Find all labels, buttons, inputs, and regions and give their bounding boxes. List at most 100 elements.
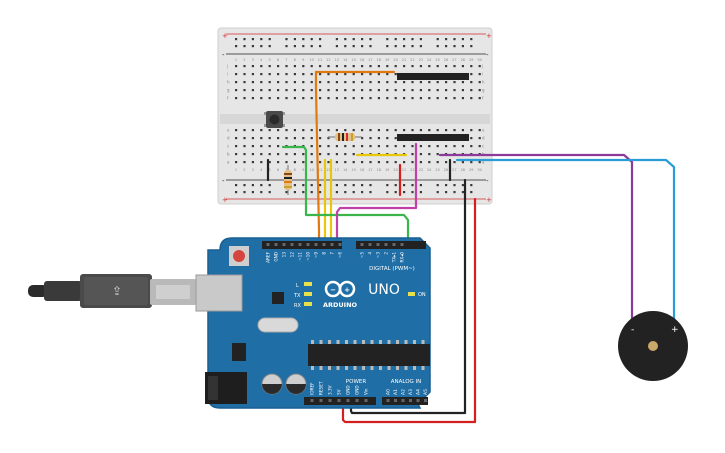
bb-col-number-bottom: 12 bbox=[326, 168, 330, 172]
led-on bbox=[408, 292, 415, 296]
digital-pin-label: 4 bbox=[368, 252, 373, 255]
buzzer-center bbox=[648, 341, 658, 351]
bb-col-number-bottom: 18 bbox=[377, 168, 381, 172]
bb-col-number-bottom: 13 bbox=[335, 168, 339, 172]
bb-col-number-bottom: 11 bbox=[318, 168, 322, 172]
regulator-chip bbox=[232, 343, 246, 361]
bb-col-number-bottom: 1 bbox=[235, 168, 237, 172]
bb-col-number-top: 17 bbox=[368, 58, 372, 62]
usb-cable[interactable]: ⇪ bbox=[28, 274, 196, 308]
bb-row-letter-top-right: g bbox=[482, 88, 485, 93]
power-pin-label: GND bbox=[346, 385, 351, 395]
analog-pin-label: A0 bbox=[386, 389, 392, 395]
analog-pin-label: A1 bbox=[393, 389, 399, 395]
power-pin-label: IOREF bbox=[310, 382, 315, 395]
bb-col-number-bottom: 30 bbox=[477, 168, 481, 172]
rail-plus-label-top: + bbox=[222, 32, 228, 40]
bb-col-number-top: 26 bbox=[444, 58, 448, 62]
bb-col-number-bottom: 22 bbox=[410, 168, 414, 172]
bb-row-letter-top: j bbox=[226, 64, 228, 69]
arduino-logo-icon: − + bbox=[324, 280, 356, 298]
bb-col-number-bottom: 27 bbox=[452, 168, 456, 172]
digital-pin-label: ~6 bbox=[338, 252, 343, 259]
bb-row-letter-top: i bbox=[227, 72, 228, 77]
digital-pin-label: ~3 bbox=[376, 252, 381, 259]
bb-row-letter-bottom: e bbox=[227, 128, 230, 133]
model-label: UNO bbox=[368, 282, 400, 298]
bb-col-number-top: 14 bbox=[343, 58, 348, 62]
crystal bbox=[257, 317, 299, 333]
bb-col-number-top: 30 bbox=[477, 58, 481, 62]
wire-magenta[interactable] bbox=[335, 142, 418, 249]
bb-col-number-top: 6 bbox=[277, 58, 279, 62]
bb-row-letter-bottom-right: d bbox=[482, 136, 485, 141]
rail-minus-label-bottom-right: - bbox=[486, 177, 489, 185]
analog-header bbox=[382, 397, 428, 405]
bb-col-number-bottom: 19 bbox=[385, 168, 389, 172]
usb-icon: ⇪ bbox=[112, 284, 122, 298]
bb-col-number-top: 19 bbox=[385, 58, 389, 62]
bb-col-number-top: 25 bbox=[435, 58, 439, 62]
usb-socket bbox=[195, 274, 243, 312]
bb-col-number-bottom: 29 bbox=[469, 168, 473, 172]
digital-pin-label: 12 bbox=[290, 252, 295, 258]
atmega-pins bbox=[311, 340, 425, 370]
bb-col-number-bottom: 25 bbox=[435, 168, 439, 172]
breadboard-labels: 1122334455667788991010111112121313141415… bbox=[226, 58, 485, 172]
analog-label: ANALOG IN bbox=[391, 379, 422, 385]
resistor-horizontal[interactable] bbox=[328, 133, 362, 141]
led-l bbox=[304, 282, 312, 286]
bb-col-number-bottom: 5 bbox=[268, 168, 270, 172]
bb-row-letter-top-right: h bbox=[482, 80, 485, 85]
reset-button[interactable] bbox=[233, 250, 245, 262]
wire-purple[interactable] bbox=[438, 153, 634, 327]
piezo-buzzer[interactable]: - + bbox=[618, 311, 688, 381]
digital-pin-label: 8 bbox=[322, 252, 327, 255]
bb-col-number-top: 27 bbox=[452, 58, 456, 62]
bb-col-number-top: 5 bbox=[268, 58, 270, 62]
bb-col-number-top: 4 bbox=[260, 58, 263, 62]
bb-col-number-top: 23 bbox=[419, 58, 423, 62]
bb-col-number-bottom: 8 bbox=[294, 168, 296, 172]
rail-minus-label-top: - bbox=[222, 51, 225, 59]
svg-text:+: + bbox=[344, 286, 350, 294]
analog-pin-label: A3 bbox=[408, 389, 414, 395]
bb-row-letter-bottom-right: e bbox=[482, 128, 485, 133]
bb-col-number-bottom: 21 bbox=[402, 168, 406, 172]
bb-col-number-bottom: 24 bbox=[427, 168, 432, 172]
digital-pin-label: GND bbox=[274, 252, 279, 262]
bb-col-number-bottom: 28 bbox=[461, 168, 465, 172]
wire-blue[interactable] bbox=[455, 158, 676, 327]
pushbutton[interactable] bbox=[264, 111, 285, 128]
wire-red-long[interactable] bbox=[341, 197, 477, 424]
breadboard-holes bbox=[235, 38, 481, 194]
bb-col-number-top: 24 bbox=[427, 58, 432, 62]
header-strip-bottom bbox=[397, 134, 469, 141]
rail-minus-label-top-right: - bbox=[486, 51, 489, 59]
bb-row-letter-bottom-right: c bbox=[482, 144, 484, 149]
led-rx bbox=[304, 302, 312, 306]
buzzer-minus-label: - bbox=[631, 325, 634, 335]
bb-col-number-top: 1 bbox=[235, 58, 237, 62]
wire-black-long[interactable] bbox=[349, 178, 467, 415]
bb-col-number-top: 18 bbox=[377, 58, 381, 62]
bb-col-number-bottom: 2 bbox=[243, 168, 245, 172]
bb-col-number-bottom: 17 bbox=[368, 168, 372, 172]
bb-col-number-bottom: 23 bbox=[419, 168, 423, 172]
digital-pin-label: 2 bbox=[384, 252, 389, 255]
bb-col-number-top: 12 bbox=[326, 58, 330, 62]
digital-pin-label: ~11 bbox=[298, 252, 303, 261]
bb-col-number-bottom: 14 bbox=[343, 168, 348, 172]
resistor-vertical[interactable] bbox=[284, 165, 292, 195]
breadboard[interactable]: 1122334455667788991010111112121313141415… bbox=[217, 27, 493, 205]
wire-green[interactable] bbox=[281, 145, 410, 249]
led-on-label: ON bbox=[418, 292, 426, 298]
analog-pin-label: A2 bbox=[401, 389, 407, 395]
bb-col-number-top: 15 bbox=[351, 58, 355, 62]
bb-col-number-top: 3 bbox=[252, 58, 254, 62]
led-l-label: L bbox=[296, 283, 299, 289]
bb-row-letter-top-right: j bbox=[481, 64, 483, 69]
svg-text:−: − bbox=[330, 286, 336, 294]
